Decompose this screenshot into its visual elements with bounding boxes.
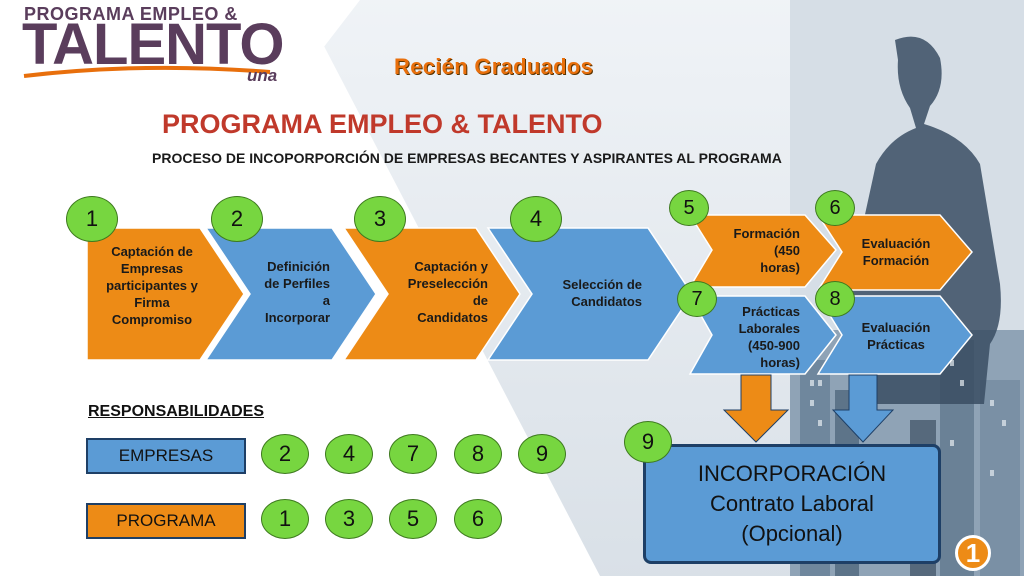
step-4-number: 4 xyxy=(510,196,562,242)
programa-step-badge: 1 xyxy=(261,499,309,539)
step-6-number: 6 xyxy=(815,190,855,226)
incorporation-box: INCORPORACIÓN Contrato Laboral (Opcional… xyxy=(643,444,941,564)
step-4-chevron xyxy=(486,227,693,361)
empresas-step-badge: 4 xyxy=(325,434,373,474)
logo-brand-text: una xyxy=(247,66,278,85)
step-7-chevron xyxy=(688,295,837,375)
process-title: PROCESO DE INCOPORPORCIÓN DE EMPRESAS BE… xyxy=(152,150,782,166)
corner-brand-logo: 1 xyxy=(955,535,991,571)
empresas-label: EMPRESAS xyxy=(86,438,246,474)
empresas-step-badge: 9 xyxy=(518,434,566,474)
programa-step-badge: 6 xyxy=(454,499,502,539)
step-8-number: 8 xyxy=(815,281,855,317)
logo-main-text: TALENTO xyxy=(22,12,285,77)
programa-step-badge: 5 xyxy=(389,499,437,539)
programa-label: PROGRAMA xyxy=(86,503,246,539)
incorporation-line-3: (Opcional) xyxy=(741,520,843,546)
step-5-chevron xyxy=(688,214,837,288)
logo-top-text: PROGRAMA EMPLEO & xyxy=(24,4,238,24)
responsibilities-title: RESPONSABILIDADES xyxy=(88,403,265,420)
programa-step-badge: 3 xyxy=(325,499,373,539)
down-arrow-blue-icon xyxy=(831,374,895,443)
empresas-step-badge: 8 xyxy=(454,434,502,474)
incorporation-line-2: Contrato Laboral xyxy=(710,491,874,517)
step-9-number: 9 xyxy=(624,421,672,463)
down-arrow-orange-icon xyxy=(722,374,790,443)
empresas-step-badge: 2 xyxy=(261,434,309,474)
step-8-chevron xyxy=(816,295,973,375)
step-3-chevron xyxy=(342,227,521,361)
step-1-number: 1 xyxy=(66,196,118,242)
logo-swoosh xyxy=(23,65,271,78)
empresas-step-badge: 7 xyxy=(389,434,437,474)
step-2-chevron xyxy=(204,227,377,361)
step-3-number: 3 xyxy=(354,196,406,242)
step-5-number: 5 xyxy=(669,190,709,226)
main-title: PROGRAMA EMPLEO & TALENTO xyxy=(162,109,603,139)
step-6-chevron xyxy=(816,214,973,291)
step-7-number: 7 xyxy=(677,281,717,317)
step-1-chevron xyxy=(86,227,245,361)
incorporation-line-1: INCORPORACIÓN xyxy=(697,461,887,487)
subtitle: Recién Graduados xyxy=(394,54,594,79)
step-2-number: 2 xyxy=(211,196,263,242)
